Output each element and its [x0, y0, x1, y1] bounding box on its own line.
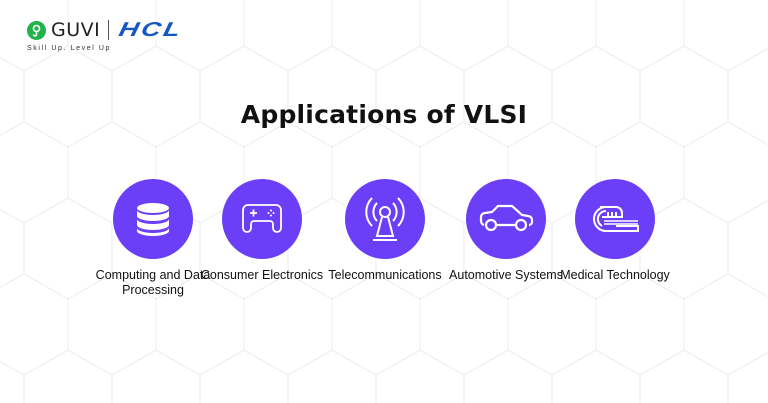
application-label: Consumer Electronics: [200, 268, 324, 282]
mri-scanner-icon: [593, 206, 639, 232]
guvi-wordmark: GUVI: [51, 19, 101, 41]
application-consumer-electronics: Consumer Electronics: [192, 179, 332, 283]
database-icon: [137, 203, 169, 236]
application-telecommunications: Telecommunications: [315, 179, 455, 283]
application-label: Telecommunications: [328, 268, 442, 282]
application-label: Automotive Systems: [449, 268, 563, 282]
icon-circle: [345, 179, 425, 259]
gamepad-icon: [242, 204, 282, 233]
application-label: Medical Technology: [560, 268, 670, 282]
hcl-wordmark: HCL: [117, 18, 186, 41]
antenna-tower-icon: [365, 197, 405, 241]
logo-divider: [108, 20, 110, 40]
icon-circle: [466, 179, 546, 259]
tagline: Skill Up. Level Up: [27, 45, 112, 52]
icon-circle: [575, 179, 655, 259]
application-label: Computing and Data Processing: [95, 268, 211, 297]
application-automotive: Automotive Systems: [436, 179, 576, 283]
guvi-hcl-logo: GUVI HCL Skill Up. Level Up: [27, 17, 185, 52]
icon-circle: [113, 179, 193, 259]
car-icon: [479, 204, 534, 232]
application-medical: Medical Technology: [545, 179, 685, 283]
page-title: Applications of VLSI: [240, 100, 528, 129]
icon-circle: [222, 179, 302, 259]
guvi-logo-icon: [27, 20, 46, 40]
application-computing: Computing and Data Processing: [83, 179, 223, 298]
